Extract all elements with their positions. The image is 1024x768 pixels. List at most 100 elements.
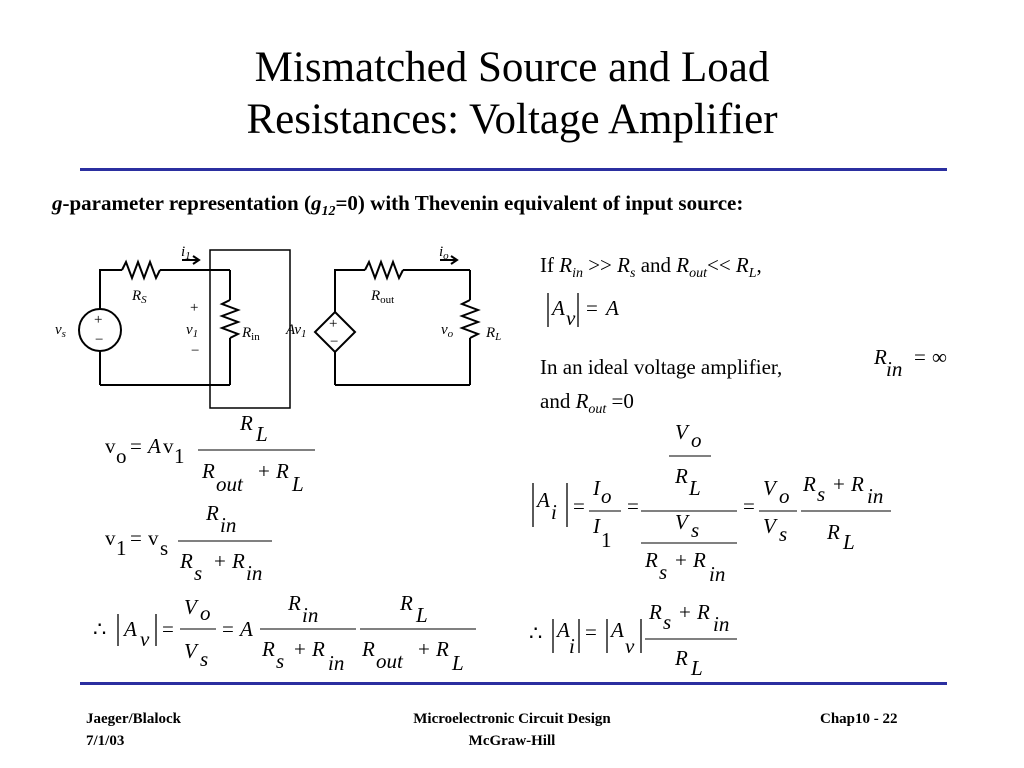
svg-text:+: + xyxy=(679,600,691,624)
svg-text:+: + xyxy=(294,637,306,661)
svg-text:in: in xyxy=(867,484,883,508)
svg-text:R: R xyxy=(648,600,662,624)
svg-text:R: R xyxy=(692,548,706,572)
svg-text:R: R xyxy=(696,600,710,624)
svg-text:A: A xyxy=(550,296,565,320)
svg-text:∴: ∴ xyxy=(529,621,542,645)
svg-text:R: R xyxy=(399,591,413,615)
svg-text:s: s xyxy=(779,522,787,546)
ideal-and-rout: and Rout =0 xyxy=(540,389,634,418)
footer-center: Microelectronic Circuit Design McGraw-Hi… xyxy=(362,708,662,752)
svg-text:in: in xyxy=(709,562,725,586)
svg-text:A: A xyxy=(535,488,550,512)
svg-text:o: o xyxy=(691,428,702,452)
subtitle-sub12: 12 xyxy=(321,204,336,220)
svg-text:s: s xyxy=(817,482,825,506)
svg-text:1: 1 xyxy=(174,444,185,468)
svg-text:s: s xyxy=(194,561,202,585)
svg-text:=: = xyxy=(130,434,142,458)
svg-text:s: s xyxy=(276,649,284,673)
svg-text:R: R xyxy=(179,549,193,573)
svg-text:V: V xyxy=(184,595,199,619)
svg-text:v: v xyxy=(625,634,635,658)
svg-text:V: V xyxy=(675,420,690,444)
label-rout: Rout xyxy=(370,288,394,306)
footer-left: Jaeger/Blalock 7/1/03 xyxy=(86,708,181,752)
subtitle-part1: -parameter representation ( xyxy=(62,191,311,215)
svg-text:=: = xyxy=(130,526,142,550)
svg-text:+: + xyxy=(214,549,226,573)
label-io: io xyxy=(439,244,449,262)
svg-text:V: V xyxy=(675,510,690,534)
svg-text:out: out xyxy=(376,649,404,673)
svg-text:s: s xyxy=(663,610,671,634)
circuit-diagram: + − + − + − i1 io RS Rin Rout RL vs v1 A… xyxy=(55,244,501,409)
label-rin: Rin xyxy=(241,325,260,343)
svg-text:R: R xyxy=(644,548,658,572)
svg-text:in: in xyxy=(886,357,902,381)
svg-text:1: 1 xyxy=(601,528,612,552)
svg-text:R: R xyxy=(361,637,375,661)
svg-text:R: R xyxy=(674,646,688,670)
label-av1: Av1 xyxy=(285,322,307,340)
svg-text:=: = xyxy=(585,620,597,644)
svg-text:R: R xyxy=(674,464,688,488)
svg-text:v: v xyxy=(148,526,159,550)
title-line-2: Resistances: Voltage Amplifier xyxy=(246,96,778,143)
footer-author: Jaeger/Blalock xyxy=(86,711,181,727)
svg-text:R: R xyxy=(261,637,275,661)
bottom-divider xyxy=(80,682,947,685)
svg-text:in: in xyxy=(713,612,729,636)
svg-text:s: s xyxy=(200,647,208,671)
svg-text:A: A xyxy=(604,296,619,320)
subtitle-part2: =0) with Thevenin equivalent of input so… xyxy=(335,191,744,215)
v1-minus: − xyxy=(191,343,199,359)
svg-text:s: s xyxy=(160,536,168,560)
footer-date: 7/1/03 xyxy=(86,733,125,749)
svg-text:o: o xyxy=(200,601,211,625)
svg-text:=: = xyxy=(573,494,585,518)
svg-text:L: L xyxy=(451,651,464,675)
condition-text: If Rin >> Rs and Rout<< RL, xyxy=(540,253,762,282)
svg-text:s: s xyxy=(659,560,667,584)
svg-text:+: + xyxy=(258,459,270,483)
svg-text:R: R xyxy=(435,637,449,661)
svg-text:R: R xyxy=(826,520,840,544)
svg-text:v: v xyxy=(105,434,116,458)
svg-text:R: R xyxy=(850,472,864,496)
svg-text:I: I xyxy=(592,476,601,500)
svg-text:∞: ∞ xyxy=(932,345,947,369)
ideal-text: In an ideal voltage amplifier, xyxy=(540,355,783,379)
svg-text:L: L xyxy=(415,603,428,627)
svg-text:1: 1 xyxy=(116,536,127,560)
svg-text:V: V xyxy=(763,476,778,500)
svg-text:A: A xyxy=(555,618,570,642)
svg-text:+: + xyxy=(418,637,430,661)
svg-text:∴: ∴ xyxy=(93,617,106,641)
svg-text:v: v xyxy=(140,627,150,651)
svg-text:=: = xyxy=(627,494,639,518)
svg-text:R: R xyxy=(287,591,301,615)
svg-text:R: R xyxy=(205,501,219,525)
svg-text:L: L xyxy=(842,530,855,554)
subtitle: g-parameter representation (g12=0) with … xyxy=(52,191,743,220)
svg-text:L: L xyxy=(688,476,701,500)
svg-text:L: L xyxy=(255,422,268,446)
label-vs: vs xyxy=(55,322,66,340)
label-v1: v1 xyxy=(186,322,198,340)
svg-text:V: V xyxy=(184,639,199,663)
slide-title: Mismatched Source and Load Resistances: … xyxy=(0,42,1024,146)
svg-text:R: R xyxy=(311,637,325,661)
svg-text:o: o xyxy=(779,484,790,508)
svg-text:in: in xyxy=(220,513,236,537)
svg-text:R: R xyxy=(201,459,215,483)
svg-text:A: A xyxy=(609,618,624,642)
subtitle-g: g xyxy=(52,191,63,215)
dep-source-plus: + xyxy=(329,316,337,332)
svg-text:o: o xyxy=(601,484,612,508)
